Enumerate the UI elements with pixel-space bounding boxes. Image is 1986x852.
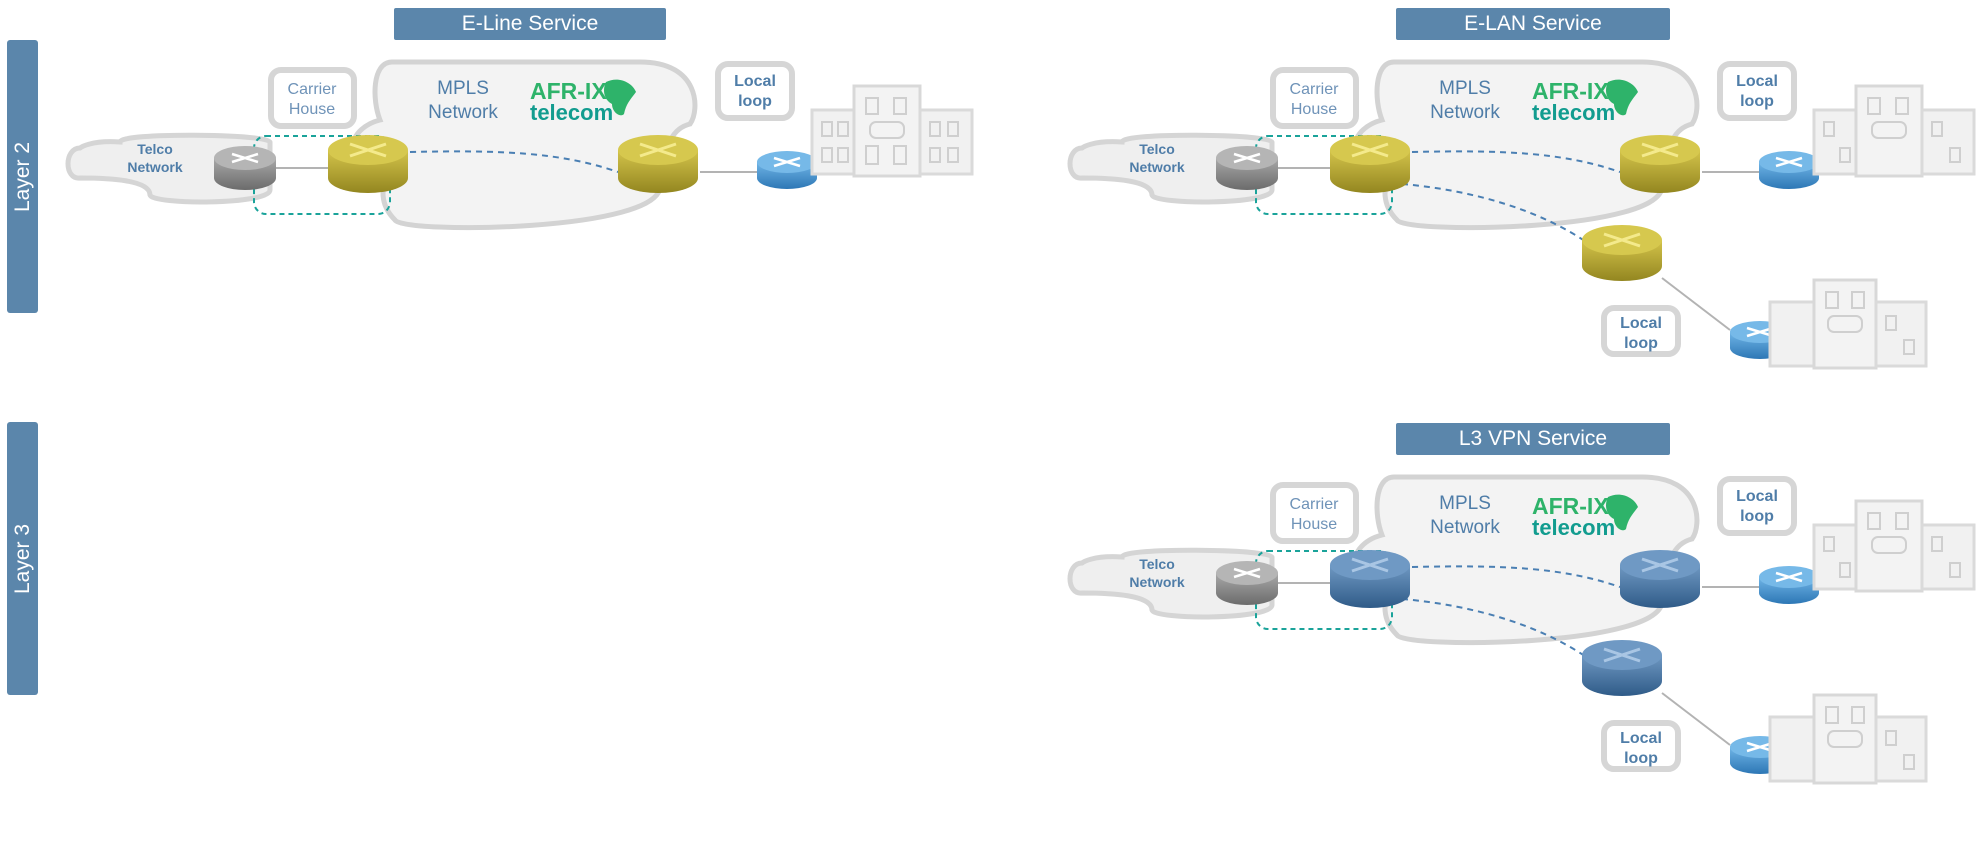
l3vpn-carrier-label-2: House [1291, 516, 1337, 533]
customer-building-icon-1 [1812, 499, 1976, 593]
customer-router [757, 151, 817, 189]
l3vpn-local-loop-2-label-1: Local [1620, 730, 1662, 747]
eline-title: E-Line Service [394, 8, 666, 40]
elan-mpls-label-1: MPLS [1439, 78, 1491, 99]
elan-local-loop-2-label-1: Local [1620, 315, 1662, 332]
mpls-pe-router-left [1330, 550, 1410, 608]
elan-carrier-house-box [1270, 67, 1359, 129]
l3vpn-carrier-house-box [1270, 482, 1359, 544]
l3vpn-title: L3 VPN Service [1396, 423, 1670, 455]
l3vpn-telco-label-1: Telco [1139, 556, 1175, 572]
l3vpn-local-loop-2-label-2: loop [1624, 750, 1658, 767]
telco-router [1216, 561, 1278, 605]
mpls-pe-router-bottom [1582, 640, 1662, 696]
l3vpn-telco-label-2: Network [1129, 574, 1184, 590]
eline-mpls-label-1: MPLS [437, 78, 489, 99]
elan-logo-bottom: telecom [1532, 100, 1615, 125]
l3vpn-local-loop-box-2 [1601, 720, 1681, 772]
elan-local-loop-box-1 [1717, 61, 1797, 121]
vpn-path-dashed-1 [1411, 565, 1621, 588]
elan-carrier-label-2: House [1291, 101, 1337, 118]
elan-telco-label-1: Telco [1139, 141, 1175, 157]
mpls-pe-router-left [328, 135, 408, 193]
elan-diagram: Telco Network MPLS Network AFR-IX teleco… [1067, 59, 1976, 370]
layer-2-bar: Layer 2 [7, 40, 38, 313]
elan-local-loop-box-2 [1601, 305, 1681, 357]
afrix-logo: AFR-IX telecom [1532, 493, 1638, 540]
pseudowire-dashed-1 [1411, 150, 1621, 173]
eline-mpls-label-2: Network [428, 102, 498, 123]
l3vpn-mpls-label-2: Network [1430, 517, 1500, 538]
eline-local-loop-label-2: loop [738, 93, 772, 110]
l3vpn-local-loop-box-1 [1717, 476, 1797, 536]
elan-local-loop-1-label-2: loop [1740, 93, 1774, 110]
afrix-logo: AFR-IX telecom [1532, 78, 1638, 125]
link-pe3-cpe2 [1661, 277, 1731, 331]
link-pe3-cpe2 [1661, 692, 1731, 746]
eline-telco-label-1: Telco [137, 141, 173, 157]
mpls-pe-router-right [618, 135, 698, 193]
eline-diagram: Telco Network MPLS Network AFR-IX teleco… [65, 59, 974, 231]
l3vpn-local-loop-1-label-1: Local [1736, 488, 1778, 505]
vpn-path-dashed-2 [1401, 598, 1593, 662]
elan-mpls-label-2: Network [1430, 102, 1500, 123]
mpls-pe-router-bottom [1582, 225, 1662, 281]
pseudowire-dashed-2 [1401, 183, 1593, 247]
customer-building-icon-1 [1812, 84, 1976, 178]
elan-local-loop-2-label-2: loop [1624, 335, 1658, 352]
eline-carrier-label-1: Carrier [288, 81, 338, 98]
customer-router-1 [1759, 151, 1819, 189]
eline-carrier-house-box [268, 67, 357, 129]
mpls-pe-router-left [1330, 135, 1410, 193]
mpls-pe-router-right [1620, 135, 1700, 193]
l3vpn-carrier-label-1: Carrier [1290, 496, 1340, 513]
eline-logo-top: AFR-IX [530, 78, 607, 104]
pseudowire-dashed [409, 150, 619, 173]
l3vpn-logo-top: AFR-IX [1532, 493, 1609, 519]
telco-router [1216, 146, 1278, 190]
customer-building-icon [810, 84, 974, 178]
telco-router [214, 146, 276, 190]
customer-router-1 [1759, 566, 1819, 604]
mpls-pe-router-right [1620, 550, 1700, 608]
l3vpn-mpls-label-1: MPLS [1439, 493, 1491, 514]
elan-telco-label-2: Network [1129, 159, 1184, 175]
elan-carrier-label-1: Carrier [1290, 81, 1340, 98]
mpls-network-cloud [1350, 59, 1700, 231]
customer-building-icon-2 [1768, 693, 1928, 785]
l3vpn-logo-bottom: telecom [1532, 515, 1615, 540]
mpls-network-cloud [348, 59, 698, 231]
elan-local-loop-1-label-1: Local [1736, 73, 1778, 90]
eline-local-loop-label-1: Local [734, 73, 776, 90]
eline-logo-bottom: telecom [530, 100, 613, 125]
l3vpn-diagram: Telco Network MPLS Network AFR-IX teleco… [1067, 474, 1976, 785]
layer-3-bar: Layer 3 [7, 422, 38, 695]
l3vpn-local-loop-1-label-2: loop [1740, 508, 1774, 525]
elan-logo-top: AFR-IX [1532, 78, 1609, 104]
eline-carrier-label-2: House [289, 101, 335, 118]
eline-local-loop-box [715, 61, 795, 121]
afrix-logo: AFR-IX telecom [530, 78, 636, 125]
eline-telco-label-2: Network [127, 159, 182, 175]
customer-building-icon-2 [1768, 278, 1928, 370]
layer-3-label: Layer 3 [10, 523, 34, 594]
mpls-network-cloud [1350, 474, 1700, 646]
elan-title: E-LAN Service [1396, 8, 1670, 40]
